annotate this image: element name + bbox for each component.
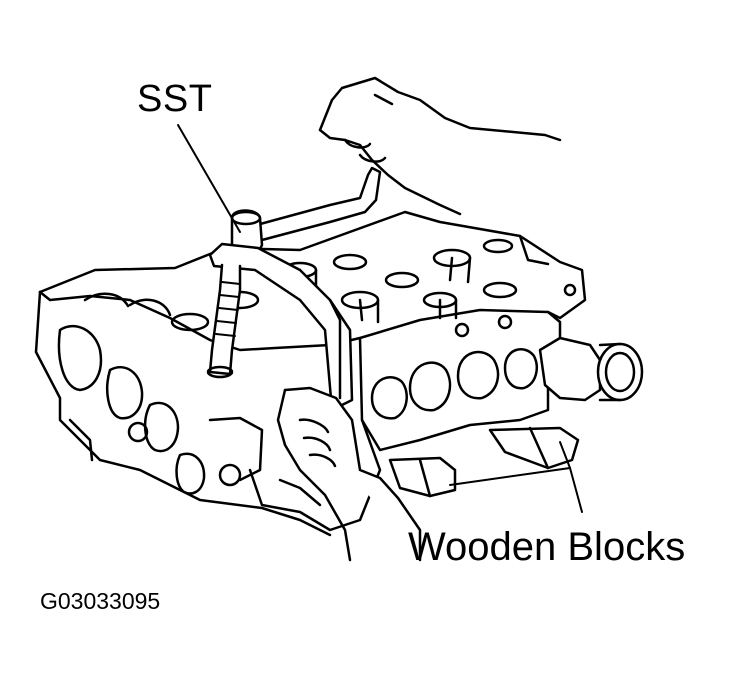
water-outlet: [538, 336, 644, 402]
lower-hand: [276, 386, 422, 562]
wooden-blocks-label: Wooden Blocks: [408, 525, 686, 569]
sst-leader-line: [177, 124, 241, 233]
upper-hand: [318, 76, 562, 216]
blocks-leader-line-1: [449, 467, 571, 486]
cylinder-head: [34, 210, 587, 537]
wooden-block-front: [388, 456, 457, 498]
figure-code: G03033095: [40, 588, 161, 614]
sst-label: SST: [137, 78, 213, 120]
blocks-leader-line-2: [559, 441, 571, 469]
wooden-blocks: [388, 426, 580, 498]
sst-tool: [206, 166, 382, 412]
wooden-block-rear: [488, 426, 580, 470]
leader-lines: [177, 124, 583, 513]
blocks-leader-line-3: [569, 467, 583, 513]
